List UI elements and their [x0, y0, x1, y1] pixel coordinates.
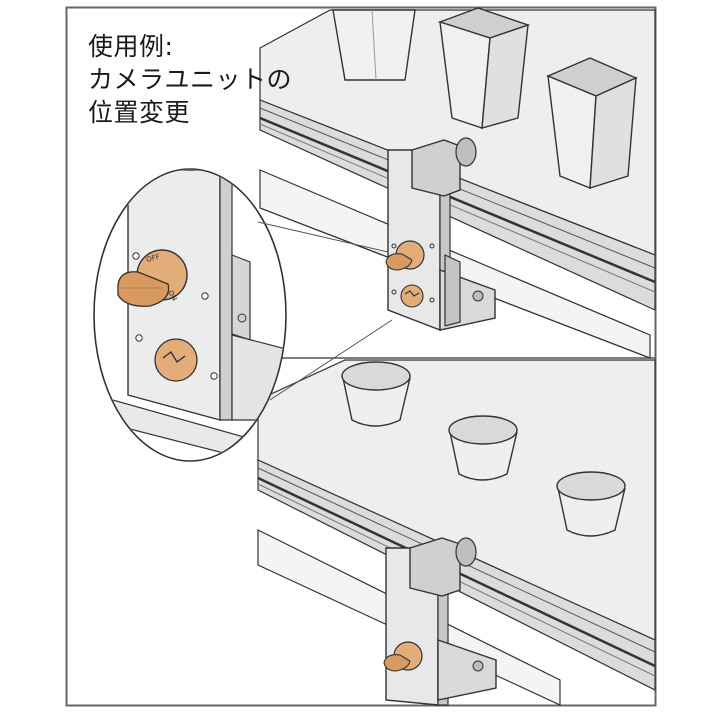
svg-text:OFF: OFF — [145, 253, 160, 264]
top-rail-profile — [259, 99, 656, 311]
round-cup-2 — [448, 415, 518, 481]
square-cup-2 — [437, 7, 531, 129]
caption-line-3: 位置変更 — [88, 98, 191, 127]
bottom-rail-surface — [257, 359, 656, 641]
callout-line-upper — [257, 221, 389, 253]
bottom-camera-bracket — [383, 537, 497, 706]
caption-line-1: 使用例: — [88, 32, 174, 61]
top-scene — [259, 7, 656, 359]
caption: 使用例: カメラユニットの 位置変更 — [88, 30, 292, 129]
square-cup-1 — [332, 9, 416, 81]
top-camera-bracket — [385, 137, 496, 332]
callout-line-lower — [269, 319, 393, 401]
round-cup-1 — [341, 361, 411, 427]
bottom-scene — [257, 359, 656, 706]
caption-line-2: カメラユニットの — [88, 65, 293, 94]
square-cup-3 — [546, 57, 638, 190]
round-cup-3 — [556, 471, 626, 537]
magnified-detail: OFF ON — [93, 168, 393, 462]
